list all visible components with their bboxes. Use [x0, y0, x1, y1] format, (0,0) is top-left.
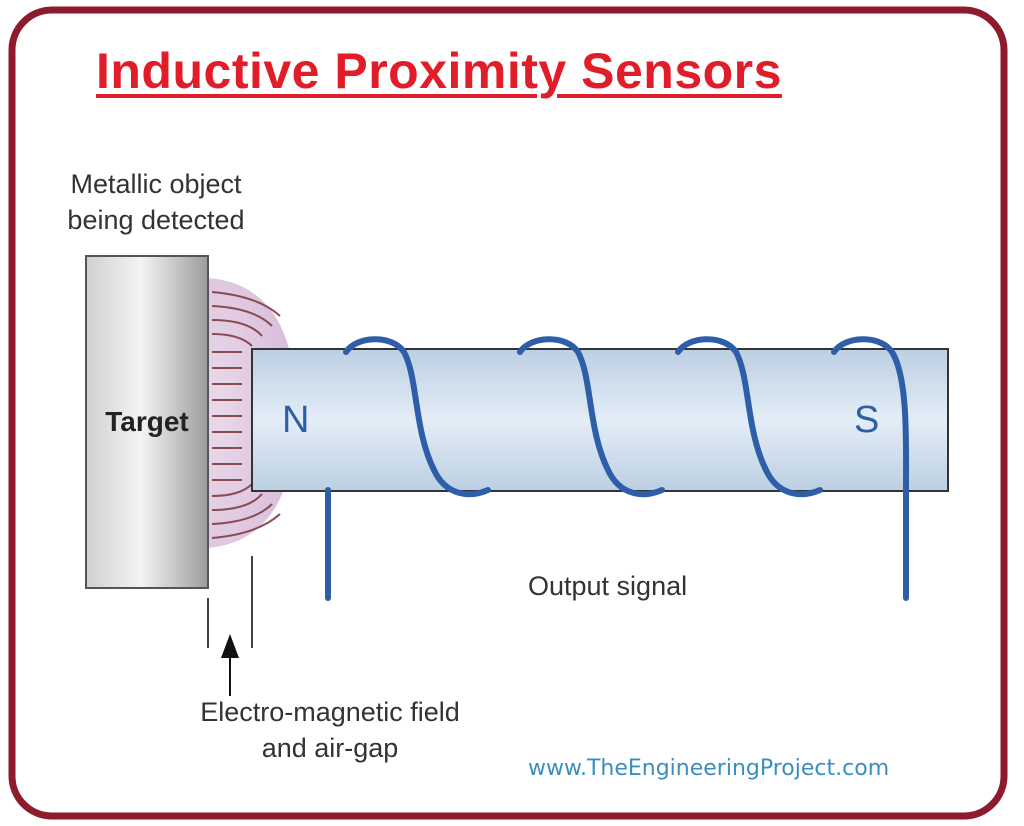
target-block	[85, 255, 209, 589]
field-description-line2: and air-gap	[261, 733, 399, 763]
watermark-text: www.TheEngineeringProject.com	[528, 756, 890, 781]
target-description-line1: Metallic object	[70, 169, 242, 199]
page-title: Inductive Proximity Sensors	[96, 43, 782, 99]
target-description-line2: being detected	[67, 205, 245, 235]
sensor-core	[251, 348, 949, 492]
target-label: Target	[105, 406, 189, 437]
target-description: Metallic object being detected	[46, 166, 266, 238]
coil-winding	[325, 336, 910, 601]
output-signal-label: Output signal	[528, 571, 688, 601]
outer-border	[8, 6, 1008, 820]
field-description: Electro-magnetic field and air-gap	[170, 694, 490, 766]
pole-north-label: N	[282, 399, 309, 441]
field-description-line1: Electro-magnetic field	[200, 697, 460, 727]
pole-south-label: S	[854, 399, 879, 441]
pointer-arrow	[221, 634, 239, 696]
air-gap-markers	[207, 556, 253, 648]
field-lines	[211, 291, 281, 539]
